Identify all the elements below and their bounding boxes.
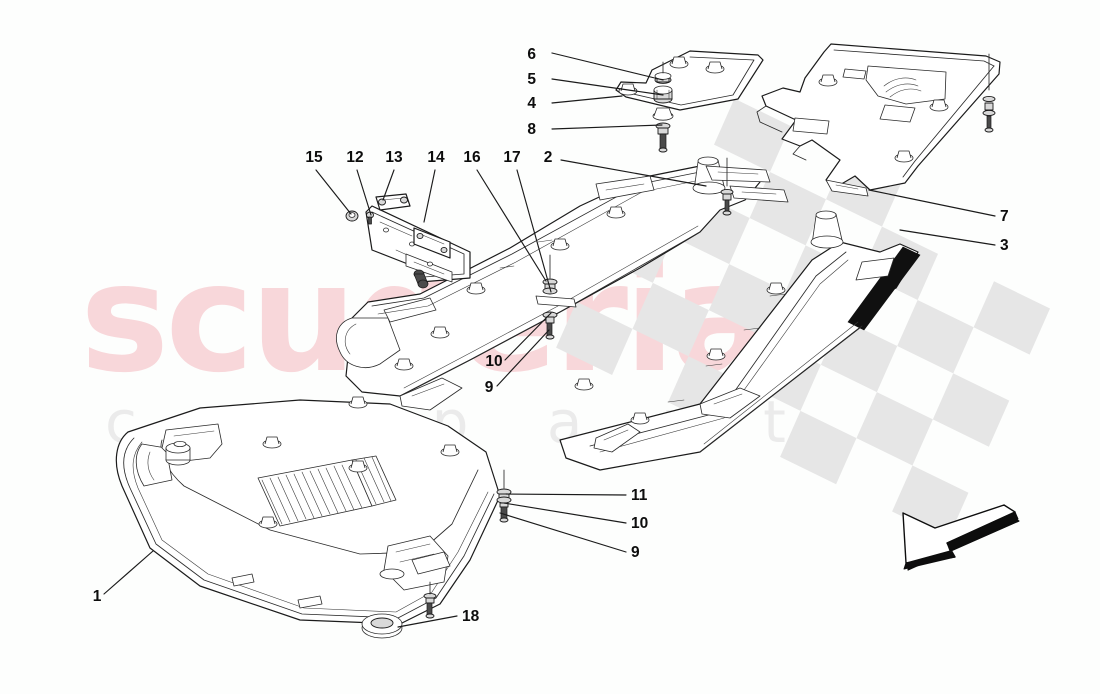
leader-10 [504,312,552,361]
leader-7 [868,189,996,217]
fastener-and-grommet-18 [361,581,437,639]
leader-lines [103,52,996,628]
panel-1-bosses [258,396,460,529]
callout-label-10: 10 [485,353,502,370]
leader-8 [551,124,663,130]
callout-label-12: 12 [346,149,363,166]
callout-label-5: 5 [527,71,536,88]
louvre-vent-group [257,455,397,527]
callout-label-6: 6 [527,46,536,63]
callout-label-4: 4 [527,95,536,112]
fastener-stack-part-4-5-6-8 [652,61,674,153]
leader-2 [560,159,707,187]
leader-10b [503,502,627,524]
leader-9b [499,512,627,553]
leader-12 [356,169,372,216]
leader-9 [496,329,550,387]
leader-11 [505,493,627,496]
part-3-right-flat-floor [559,210,921,471]
leader-15 [315,169,352,215]
panel-7-bosses [818,74,949,163]
callout-label-14: 14 [427,149,445,166]
callout-label-11: 11 [631,487,648,504]
leader-6 [551,52,664,81]
callout-label-7: 7 [1000,208,1009,225]
callout-label-8: 8 [527,121,536,138]
bracket-group-12-15 [345,193,471,289]
callout-label-15: 15 [305,149,323,166]
leader-13 [382,169,395,201]
leader-17 [516,169,552,293]
callout-label-18: 18 [462,608,480,625]
panel-2-bosses [394,206,626,371]
callout-label-9b: 9 [631,544,640,561]
fastener-stack-panel2-rear [720,157,734,216]
fastener-stack-panel2-mid [535,254,577,340]
part-7-rear-undertray [756,43,1001,197]
panel-3-bosses [574,282,786,425]
callout-label-16: 16 [463,149,481,166]
callout-label-1: 1 [93,588,102,605]
leader-16 [476,169,547,282]
direction-arrow [902,504,1020,571]
callout-label-9: 9 [485,379,494,396]
callout-label-3: 3 [1000,237,1009,254]
leader-1 [103,550,154,595]
callout-label-13: 13 [385,149,403,166]
callout-label-17: 17 [503,149,520,166]
leader-3 [899,229,996,246]
callout-numbers: 6 5 4 8 15 12 13 14 16 17 2 7 3 10 9 11 … [93,46,1009,625]
leader-18 [397,615,458,628]
part-1-front-undertray [115,396,501,625]
leader-14 [423,169,436,223]
callout-label-2: 2 [544,149,553,166]
callout-label-10b: 10 [631,515,648,532]
fastener-stack-right-panel7 [982,53,996,133]
part-4-bracket-plate [615,50,764,111]
leader-4 [551,95,623,104]
leader-5 [551,78,664,96]
